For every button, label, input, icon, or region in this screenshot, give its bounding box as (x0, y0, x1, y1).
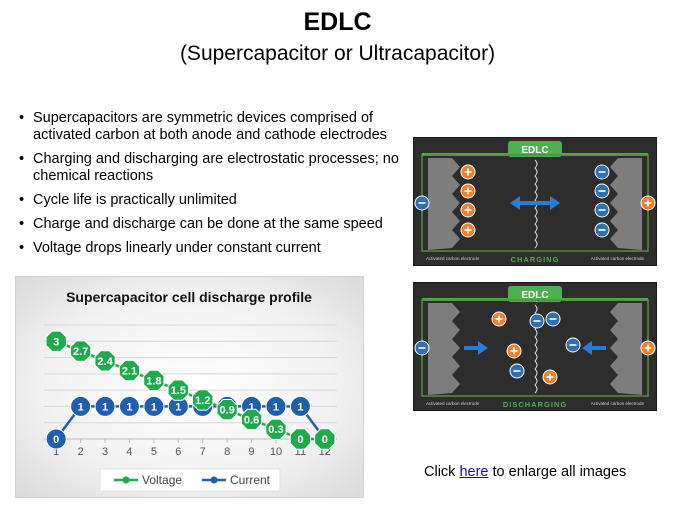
arrow-right-head (550, 196, 560, 210)
current-point (289, 395, 311, 417)
left-electrode (428, 158, 460, 250)
chart-svg: Supercapacitor cell discharge profile 1 2 3… (44, 289, 337, 492)
data-label: 1 (175, 401, 181, 413)
current-point (94, 395, 116, 417)
left-electrode-label: Activated carbon electrode (426, 256, 480, 261)
current-point (143, 395, 165, 417)
header-tab (508, 286, 562, 302)
data-label: 0.6 (244, 414, 259, 426)
voltage-point (265, 418, 287, 440)
header-label: EDLC (521, 290, 548, 301)
data-label: 0.3 (268, 424, 283, 436)
voltage-point (240, 408, 263, 431)
voltage-point (314, 428, 336, 450)
bullet-item: •Charge and discharge can be done at the… (19, 216, 383, 232)
voltage-point (216, 399, 238, 421)
voltage-point (118, 359, 141, 382)
chart-legend: Voltage Current (99, 468, 281, 492)
discharging-diagram-svg: EDLC Activated carbon electrode Activated … (414, 283, 656, 410)
data-label: 1 (151, 401, 157, 413)
data-label: 1.2 (195, 395, 210, 407)
data-label: 1 (273, 401, 279, 413)
data-label: 1 (297, 401, 303, 413)
enlarge-link[interactable]: here (459, 464, 489, 480)
right-electrode-label: Activated carbon electrode (591, 256, 645, 261)
x-tick-label: 4 (126, 446, 132, 458)
data-label: 1.8 (146, 375, 161, 387)
data-label: 3 (53, 336, 59, 348)
chart-title: Supercapacitor cell discharge profile (66, 289, 312, 305)
current-point (265, 395, 287, 417)
data-label: 2.4 (97, 356, 113, 368)
left-electrode (428, 303, 460, 395)
panel-caption: CHARGING (511, 255, 560, 264)
legend-label-voltage: Voltage (142, 473, 182, 487)
left-electrode-label: Activated carbon electrode (426, 401, 480, 406)
x-tick-label: 11 (295, 446, 306, 458)
arrow-in-right-head (582, 341, 592, 355)
bullet-list: •Supercapacitors are symmetric devices c… (16, 110, 401, 264)
data-label: 0 (53, 434, 59, 446)
right-electrode (610, 158, 642, 250)
voltage-point (70, 340, 92, 362)
current-point (70, 395, 92, 417)
x-tick-label: 2 (78, 446, 84, 458)
current-point (45, 428, 67, 450)
x-tick-label: 8 (224, 446, 230, 458)
data-label: 1 (126, 401, 132, 413)
charging-diagram[interactable]: EDLC Activated carbon electrode Activated … (413, 137, 657, 266)
data-label: 1 (102, 401, 108, 413)
right-electrode-label: Activated carbon electrode (591, 401, 645, 406)
data-label: 2.1 (122, 366, 137, 378)
bullet-item: •Charging and discharging are electrosta… (19, 151, 399, 184)
discharge-chart: Supercapacitor cell discharge profile 1 2 3… (15, 276, 364, 498)
right-electrode (610, 303, 642, 395)
legend-box (99, 468, 281, 492)
voltage-point (143, 369, 165, 391)
charging-diagram-svg: EDLC Activated carbon electrode Activated … (414, 138, 656, 265)
slide-title: EDLC (303, 8, 372, 36)
discharging-diagram[interactable]: EDLC Activated carbon electrode Activated … (413, 282, 657, 411)
x-tick-label: 6 (175, 446, 181, 458)
header-tab (508, 141, 562, 157)
x-tick-label: 1 (53, 446, 59, 458)
x-tick-label: 9 (248, 446, 254, 458)
data-label: 1 (248, 401, 254, 413)
bullet-item: •Voltage drops linearly under constant c… (19, 240, 321, 256)
header-label: EDLC (521, 145, 548, 156)
voltage-point (94, 350, 116, 372)
voltage-point (289, 428, 311, 450)
legend-marker (122, 476, 130, 484)
x-tick-label: 7 (200, 446, 206, 458)
x-tick-label: 5 (151, 446, 157, 458)
arrow-left-head (510, 196, 520, 210)
x-tick-label: 3 (102, 446, 108, 458)
legend-marker (210, 476, 218, 484)
x-tick-label: 10 (270, 446, 282, 458)
panel-caption: DISCHARGING (503, 400, 567, 409)
slide-subtitle: (Supercapacitor or Ultracapacitor) (179, 42, 496, 65)
bullet-item: •Cycle life is practically unlimited (19, 192, 237, 208)
data-label: 2.7 (73, 346, 88, 358)
data-label: 0.9 (219, 405, 234, 417)
data-label: 0 (297, 434, 303, 446)
voltage-point (192, 389, 214, 411)
legend-label-current: Current (230, 473, 271, 487)
data-label: 1 (78, 401, 84, 413)
data-label: 0 (322, 434, 328, 446)
voltage-point (167, 379, 189, 401)
current-point (118, 395, 140, 417)
arrow-in-left-head (478, 341, 488, 355)
data-label: 1.5 (171, 385, 186, 397)
voltage-point (45, 330, 67, 352)
bullet-item: •Supercapacitors are symmetric devices c… (19, 110, 387, 143)
enlarge-text: Click here to enlarge all images (424, 464, 627, 480)
